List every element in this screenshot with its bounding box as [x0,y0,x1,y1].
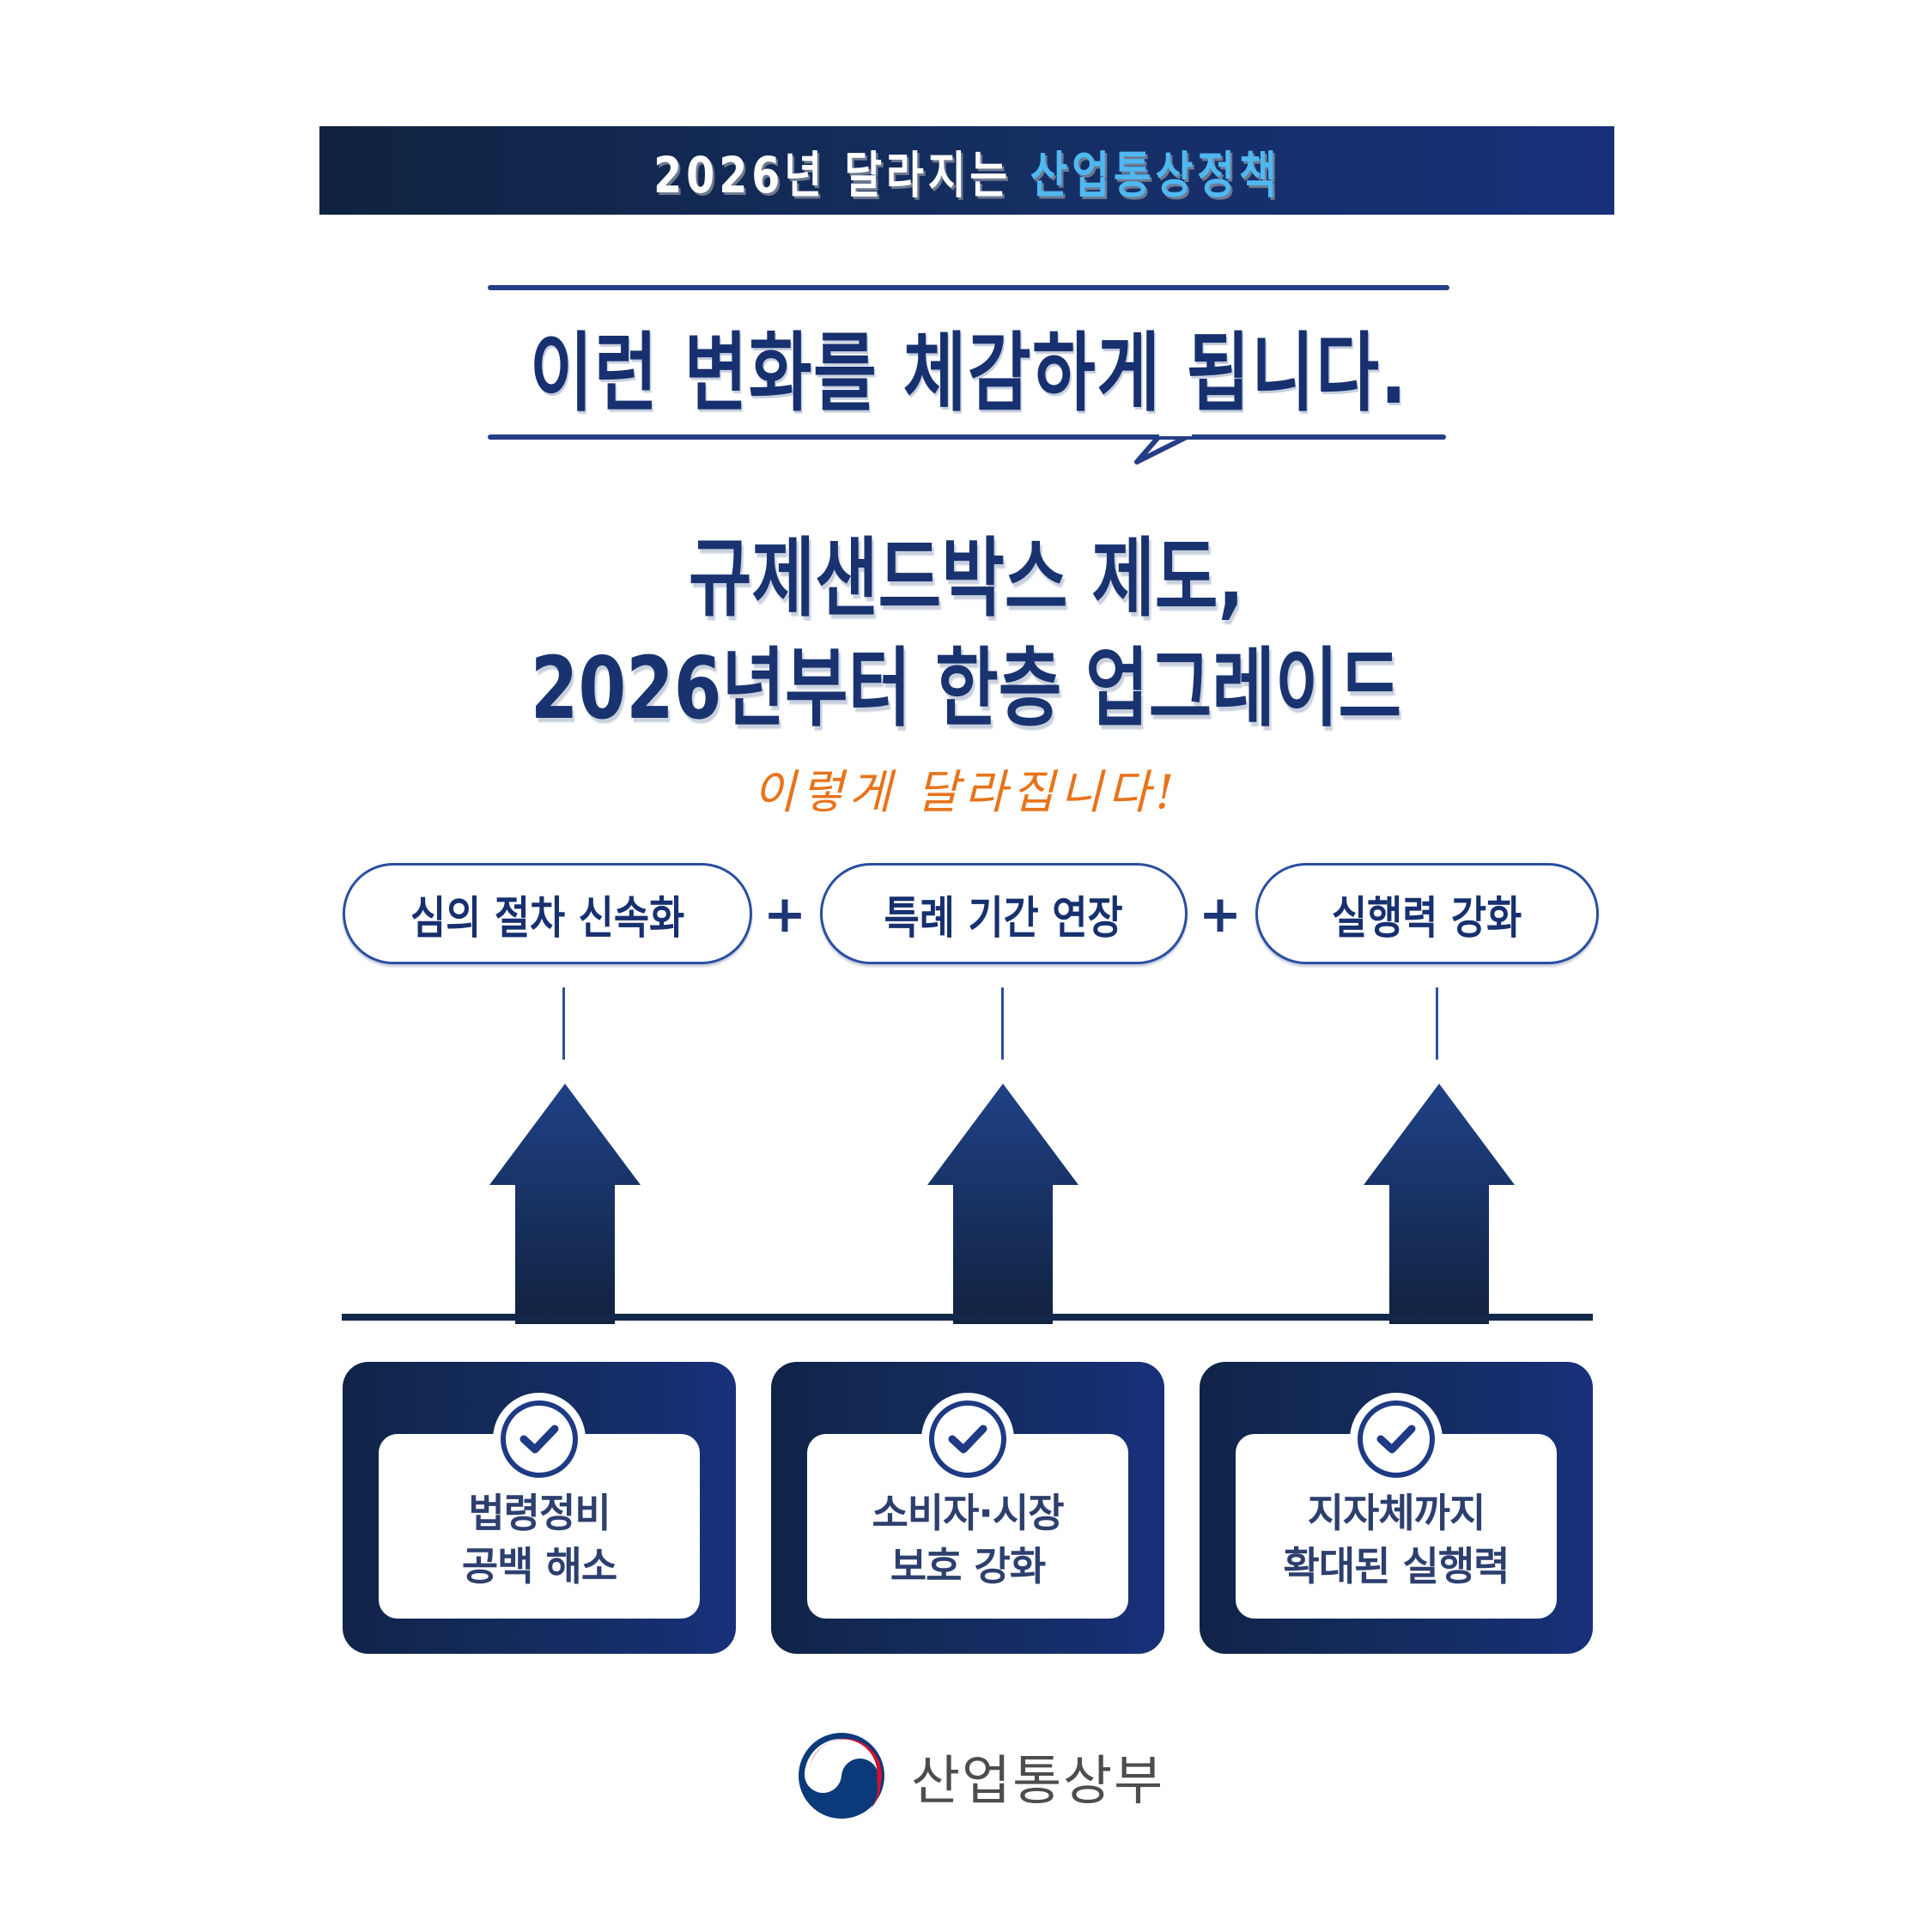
speech-tail-icon [1125,429,1211,465]
main-title-line2: 2026년부터 한층 업그레이드 [0,618,1932,743]
pill-review-speedup: 심의 절차 신속화 [343,863,752,964]
heading: 이런 변화를 체감하게 됩니다. [488,305,1449,425]
pill-period-extension: 특례 기간 연장 [820,863,1188,964]
check-circle-icon [921,1393,1014,1485]
heading-text: 이런 변화를 체감하게 됩니다. [529,322,1408,423]
up-arrow-icon [927,1084,1078,1324]
main-title-line1-text: 규제샌드박스 제도, [688,528,1244,629]
card-line2: 확대된 실행력 [1283,1542,1510,1589]
taegeuk-emblem-icon [799,1733,884,1819]
plus-icon: + [762,884,807,945]
banner-prefix: 2026년 달라지는 [653,145,1030,204]
heading-rule-bottom [488,434,1446,440]
plus-icon: + [1198,884,1242,945]
result-card: 소비자·시장 보호 강화 [771,1362,1164,1654]
card-line1: 법령정비 [468,1489,611,1536]
card-line2: 공백 해소 [461,1542,617,1589]
top-banner: 2026년 달라지는 산업통상정책 [319,126,1614,215]
connector-line [1001,987,1004,1060]
connector-line [562,987,565,1060]
result-card: 법령정비 공백 해소 [343,1362,736,1654]
pill-label: 특례 기간 연장 [884,892,1123,945]
result-card: 지자체까지 확대된 실행력 [1200,1362,1593,1654]
pill-enforcement: 실행력 강화 [1255,863,1599,964]
ministry-logo: 산업통상부 [794,1728,1164,1824]
ministry-name: 산업통상부 [911,1749,1165,1812]
banner-accent: 산업통상정책 [1030,145,1281,204]
subtitle: 이렇게 달라집니다! [752,765,1180,819]
main-title-line1: 규제샌드박스 제도, [0,508,1932,633]
banner-title: 2026년 달라지는 산업통상정책 [653,135,1280,207]
heading-rule-top [488,285,1449,290]
up-arrow-icon [1364,1084,1515,1324]
up-arrow-icon [489,1084,641,1324]
main-title-line2-text: 2026년부터 한층 업그레이드 [530,638,1402,738]
check-circle-icon [1350,1393,1443,1485]
result-card-body: 법령정비 공백 해소 [379,1434,700,1619]
card-line1: 지자체까지 [1307,1489,1486,1536]
pill-label: 심의 절차 신속화 [410,892,685,945]
check-circle-icon [493,1393,586,1485]
card-line1: 소비자·시장 [872,1489,1064,1536]
card-line2: 보호 강화 [890,1542,1046,1589]
connector-line [1436,987,1438,1060]
pill-label: 실행력 강화 [1332,892,1522,945]
baseline-divider [342,1314,1593,1321]
